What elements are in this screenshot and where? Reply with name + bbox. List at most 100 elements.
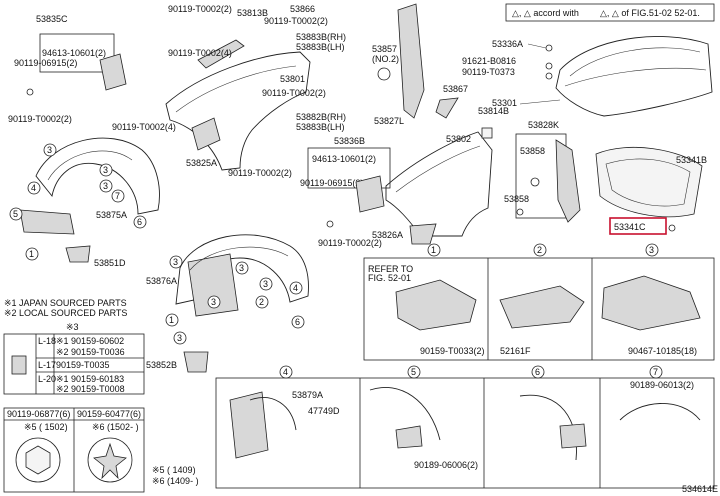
callout-2-a: 2 (259, 297, 264, 307)
refer-note-line1: REFER TO (368, 264, 413, 274)
table-note-1502-after: ※6 (1502- ) (92, 422, 139, 432)
label-90189-06006-2[interactable]: 90189-06006(2) (414, 460, 478, 470)
label-90159-60477-6[interactable]: 90159-60477(6) (77, 409, 141, 419)
clip-row1-b[interactable]: ※1 90159-60602 (56, 336, 124, 346)
footnote-1409: ※5 ( 1409) (152, 465, 196, 475)
callout-1: 1 (431, 245, 436, 255)
label-90119-06915-2-top[interactable]: 90119-06915(2) (14, 58, 77, 68)
note-local: ※2 LOCAL SOURCED PARTS (4, 308, 127, 318)
header-note-suffix: △, △ of FIG.51-02 52-01. (600, 8, 700, 18)
label-53875A[interactable]: 53875A (96, 210, 127, 220)
label-53835C[interactable]: 53835C (36, 14, 68, 24)
label-53882B-RH[interactable]: 53882B(RH) (296, 112, 346, 122)
label-53301[interactable]: 53301 (492, 98, 517, 108)
label-90119-T0002-4[interactable]: 90119-T0002(4) (168, 48, 232, 58)
label-53336A[interactable]: 53336A (492, 39, 523, 49)
label-90119-T0002-2-d[interactable]: 90119-T0002(2) (228, 168, 292, 178)
clip-row5-b[interactable]: ※2 90159-T0008 (56, 384, 125, 394)
detail-box-top: REFER TO FIG. 52-01 90159-T0033(2) 52161… (363, 257, 715, 361)
label-53879A[interactable]: 53879A (292, 390, 323, 400)
detail-box-bottom: 53879A 47749D 90189-06006(2) 90189-06013… (152, 377, 715, 489)
clip-row3-a: L-17 (38, 360, 56, 370)
label-53858-b[interactable]: 53858 (504, 194, 529, 204)
callout-6: 6 (535, 367, 540, 377)
callout-7-a: 7 (115, 191, 120, 201)
footnote-1409-after: ※6 (1409- ) (152, 476, 199, 486)
callout-3-b: 3 (103, 165, 108, 175)
label-53836B[interactable]: 53836B (334, 136, 365, 146)
label-53828K[interactable]: 53828K (528, 120, 559, 130)
note-japan: ※1 JAPAN SOURCED PARTS (4, 298, 127, 308)
clip-row4-a: L-20 (38, 374, 56, 384)
clip-table: ※3 L-18 ※1 90159-60602 ※2 90159-T0036 L-… (3, 322, 145, 395)
clip-icon (11, 355, 27, 375)
label-90119-T0002-2-top[interactable]: 90119-T0002(2) (168, 4, 232, 14)
screw-head-icon (93, 442, 127, 480)
hex-bolt-icon (25, 445, 51, 475)
top-left-group: 53835C 94613-10601(2) 90119-06915(2) 901… (8, 14, 127, 124)
callout-3-a: 3 (47, 145, 52, 155)
label-47749D[interactable]: 47749D (308, 406, 340, 416)
label-94613-10601-2-top[interactable]: 94613-10601(2) (42, 48, 106, 58)
figure-code: 534614E (682, 484, 718, 494)
callout-2: 2 (537, 245, 542, 255)
callout-6-a: 6 (137, 217, 142, 227)
callout-3: 3 (649, 245, 654, 255)
callout-4-b: 4 (293, 283, 298, 293)
label-53857[interactable]: 53857 (372, 44, 397, 54)
label-90119-T0002-2-left[interactable]: 90119-T0002(2) (8, 114, 72, 124)
label-90119-T0002-2-e[interactable]: 90119-T0002(2) (318, 238, 382, 248)
callout-3-c: 3 (103, 181, 108, 191)
label-90189-06013-2[interactable]: 90189-06013(2) (630, 380, 694, 390)
table-note-1502: ※5 ( 1502) (24, 422, 68, 432)
source-notes: ※1 JAPAN SOURCED PARTS ※2 LOCAL SOURCED … (4, 298, 127, 318)
label-53813B[interactable]: 53813B (237, 8, 268, 18)
callout-5: 5 (411, 367, 416, 377)
label-53858-a[interactable]: 53858 (520, 146, 545, 156)
clip-row1-a: L-18 (38, 336, 56, 346)
clip-row2-b[interactable]: ※2 90159-T0036 (56, 347, 125, 357)
label-53876A[interactable]: 53876A (146, 276, 177, 286)
label-53825A[interactable]: 53825A (186, 158, 217, 168)
label-53851D[interactable]: 53851D (94, 258, 126, 268)
label-53827L[interactable]: 53827L (374, 116, 404, 126)
label-90119-06915-2-mid[interactable]: 90119-06915(2) (300, 178, 363, 188)
hood-insulator-group: 53341B 53341C (595, 146, 707, 235)
label-52161F[interactable]: 52161F (500, 346, 531, 356)
label-53801[interactable]: 53801 (280, 74, 305, 84)
fender-left-group: 90119-T0002(4) 90119-T0002(2) 53813B 538… (112, 4, 346, 178)
label-53341B[interactable]: 53341B (676, 155, 707, 165)
callout-3-e: 3 (239, 263, 244, 273)
label-90119-06877-6[interactable]: 90119-06877(6) (7, 409, 70, 419)
label-90467-10185-18[interactable]: 90467-10185(18) (628, 346, 697, 356)
callouts: 1 2 3 4 5 6 7 3 4 5 3 3 7 6 1 3 3 3 4 2 … (9, 143, 663, 379)
callout-5-a: 5 (13, 209, 18, 219)
clip-row3-b[interactable]: 90159-T0035 (56, 360, 110, 370)
callout-4-a: 4 (31, 183, 36, 193)
label-90119-T0002-2-b[interactable]: 90119-T0002(2) (264, 16, 328, 26)
label-53852B[interactable]: 53852B (146, 360, 177, 370)
label-53867[interactable]: 53867 (443, 84, 468, 94)
label-53883B-LH[interactable]: 53883B(LH) (296, 42, 345, 52)
label-53883B-LH2[interactable]: 53883B(LH) (296, 122, 345, 132)
highlight-53341C (609, 217, 667, 235)
label-53866[interactable]: 53866 (290, 4, 315, 14)
liner-center-group: 53876A 53852B (146, 234, 309, 373)
clip-row4-b[interactable]: ※1 90159-60183 (56, 374, 124, 384)
callout-1-a: 1 (29, 249, 34, 259)
label-53802[interactable]: 53802 (446, 134, 471, 144)
label-94613-10601-2-mid[interactable]: 94613-10601(2) (312, 154, 376, 164)
label-90159-T0033-2[interactable]: 90159-T0033(2) (420, 346, 485, 356)
label-53883B-RH[interactable]: 53883B(RH) (296, 32, 346, 42)
label-90119-T0373[interactable]: 90119-T0373 (462, 67, 515, 77)
label-90119-T0002-4-b[interactable]: 90119-T0002(4) (112, 122, 176, 132)
label-53341C[interactable]: 53341C (614, 222, 646, 232)
label-53814B[interactable]: 53814B (478, 106, 509, 116)
label-53826A[interactable]: 53826A (372, 230, 403, 240)
liner-left-group: 53875A 53851D (19, 137, 160, 268)
refer-note-line2: FIG. 52-01 (368, 273, 411, 283)
fastener-table: 90119-06877(6) 90159-60477(6) ※5 ( 1502)… (3, 407, 145, 493)
header-note-prefix: △, △ accord with (512, 8, 579, 18)
label-90119-T0002-2-c[interactable]: 90119-T0002(2) (262, 88, 326, 98)
label-91621-B0816[interactable]: 91621-B0816 (462, 56, 516, 66)
